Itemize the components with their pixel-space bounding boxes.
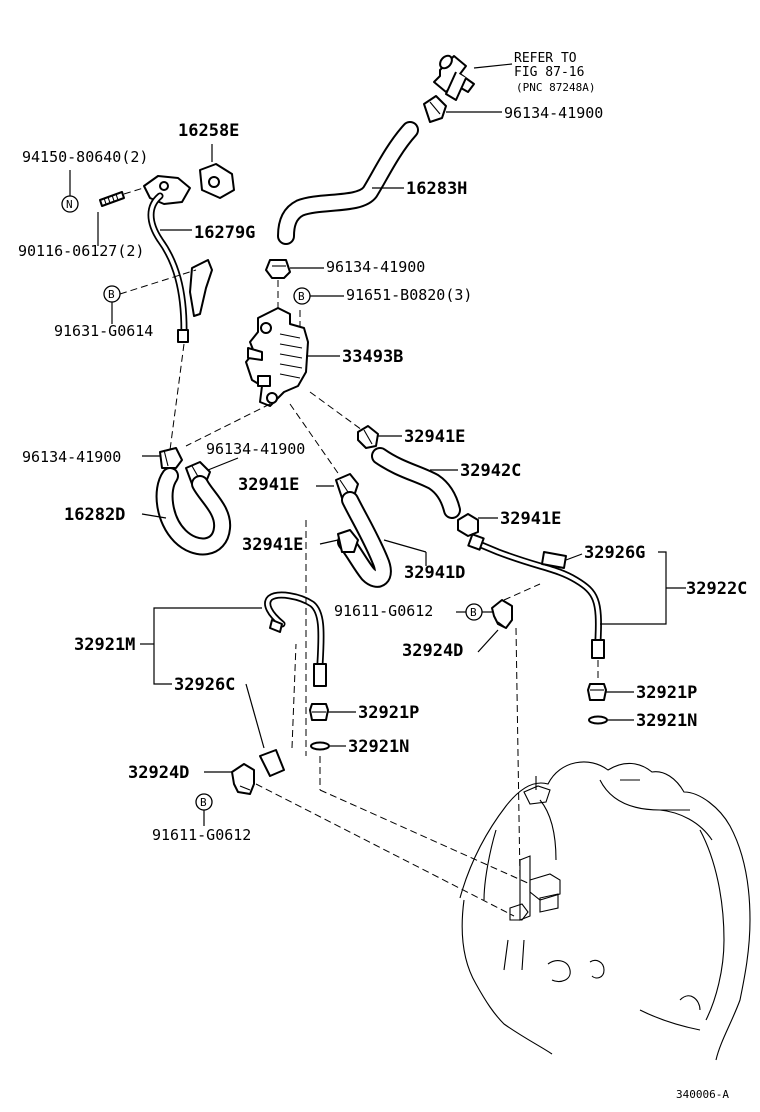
label-90116-06127: 90116-06127(2) [18, 242, 144, 260]
label-32941e-d: 32941E [242, 535, 303, 555]
label-32941d: 32941D [404, 563, 465, 583]
label-91611-g0612-right: 91611-G0612 [334, 602, 433, 620]
clamp-32941e-b [457, 513, 479, 537]
label-32921p-center: 32921P [358, 703, 419, 723]
label-33493b: 33493B [342, 347, 403, 367]
label-16279g: 16279G [194, 223, 255, 243]
label-91631-g0614: 91631-G0614 [54, 322, 153, 340]
svg-text:B: B [298, 290, 305, 303]
label-96134-41900-left: 96134-41900 [22, 448, 121, 466]
hose-32941d [337, 491, 392, 588]
label-94150-80640: 94150-80640(2) [22, 148, 148, 166]
label-32921n-right: 32921N [636, 711, 697, 731]
hose-clamp-top [423, 95, 447, 123]
label-32924d-left: 32924D [128, 763, 189, 783]
union-bolt-32921p-center [309, 703, 329, 721]
svg-text:B: B [200, 796, 207, 809]
sleeve-32926c [259, 749, 285, 777]
refer-line-1: REFER TO [514, 51, 577, 66]
bolt-symbol-91611-right: B [465, 603, 483, 621]
tube-32922c [467, 533, 605, 659]
label-91611-g0612-left: 91611-G0612 [152, 826, 251, 844]
tee-connector [433, 54, 475, 101]
label-32941e-b: 32941E [500, 509, 561, 529]
figure-id: 340006-A [676, 1088, 729, 1101]
svg-text:B: B [470, 606, 477, 619]
label-96134-41900-top: 96134-41900 [504, 104, 603, 122]
label-32941e-c: 32941E [238, 475, 299, 495]
tube-32921m [264, 591, 327, 687]
bolt-symbol-91611-left: B [195, 793, 213, 811]
transmission-case [459, 761, 751, 1061]
label-32921m: 32921M [74, 635, 135, 655]
label-32926g: 32926G [584, 543, 645, 563]
label-16283h: 16283H [406, 179, 467, 199]
svg-text:N: N [66, 198, 73, 211]
clamp-left [159, 447, 183, 469]
sleeve-32926g [541, 551, 567, 569]
refer-line-3: (PNC 87248A) [516, 81, 595, 94]
label-91651-b0820: 91651-B0820(3) [346, 286, 472, 304]
bracket-left [189, 259, 213, 317]
label-16258e: 16258E [178, 121, 239, 141]
bolt-symbol-91631: B [103, 285, 121, 303]
label-32924d-right: 32924D [402, 641, 463, 661]
refer-leader [473, 63, 513, 69]
label-32926c: 32926C [174, 675, 235, 695]
clamp-32924d-right [491, 599, 513, 629]
clamp-mid [265, 259, 291, 279]
label-32942c: 32942C [460, 461, 521, 481]
pipe-16279g [143, 175, 191, 343]
oil-cooler-33493b [245, 307, 309, 407]
clamp-32924d-left [231, 763, 255, 795]
svg-text:B: B [108, 288, 115, 301]
stud-bolt [99, 191, 125, 207]
label-32921n-center: 32921N [348, 737, 409, 757]
label-32941e-a: 32941E [404, 427, 465, 447]
hose-16282d [155, 467, 232, 556]
bolt-symbol-91651: B [293, 287, 311, 305]
nut-symbol: N [61, 195, 79, 213]
clamp-32941e-a [357, 425, 379, 449]
bracket-32921m [153, 607, 172, 685]
o-ring-right [588, 715, 608, 725]
union-bolt-32921p-right [587, 683, 607, 701]
gasket-16258e [199, 163, 235, 199]
hose-16283h [277, 121, 419, 245]
label-16282d: 16282D [64, 505, 125, 525]
o-ring-center [310, 741, 330, 751]
label-32922c: 32922C [686, 579, 747, 599]
refer-line-2: FIG 87-16 [514, 65, 584, 80]
hose-32942c [371, 447, 461, 519]
label-96134-41900-center: 96134-41900 [206, 440, 305, 458]
clamp-32941e-d [337, 529, 359, 553]
label-96134-41900-mid: 96134-41900 [326, 258, 425, 276]
label-32921p-right: 32921P [636, 683, 697, 703]
